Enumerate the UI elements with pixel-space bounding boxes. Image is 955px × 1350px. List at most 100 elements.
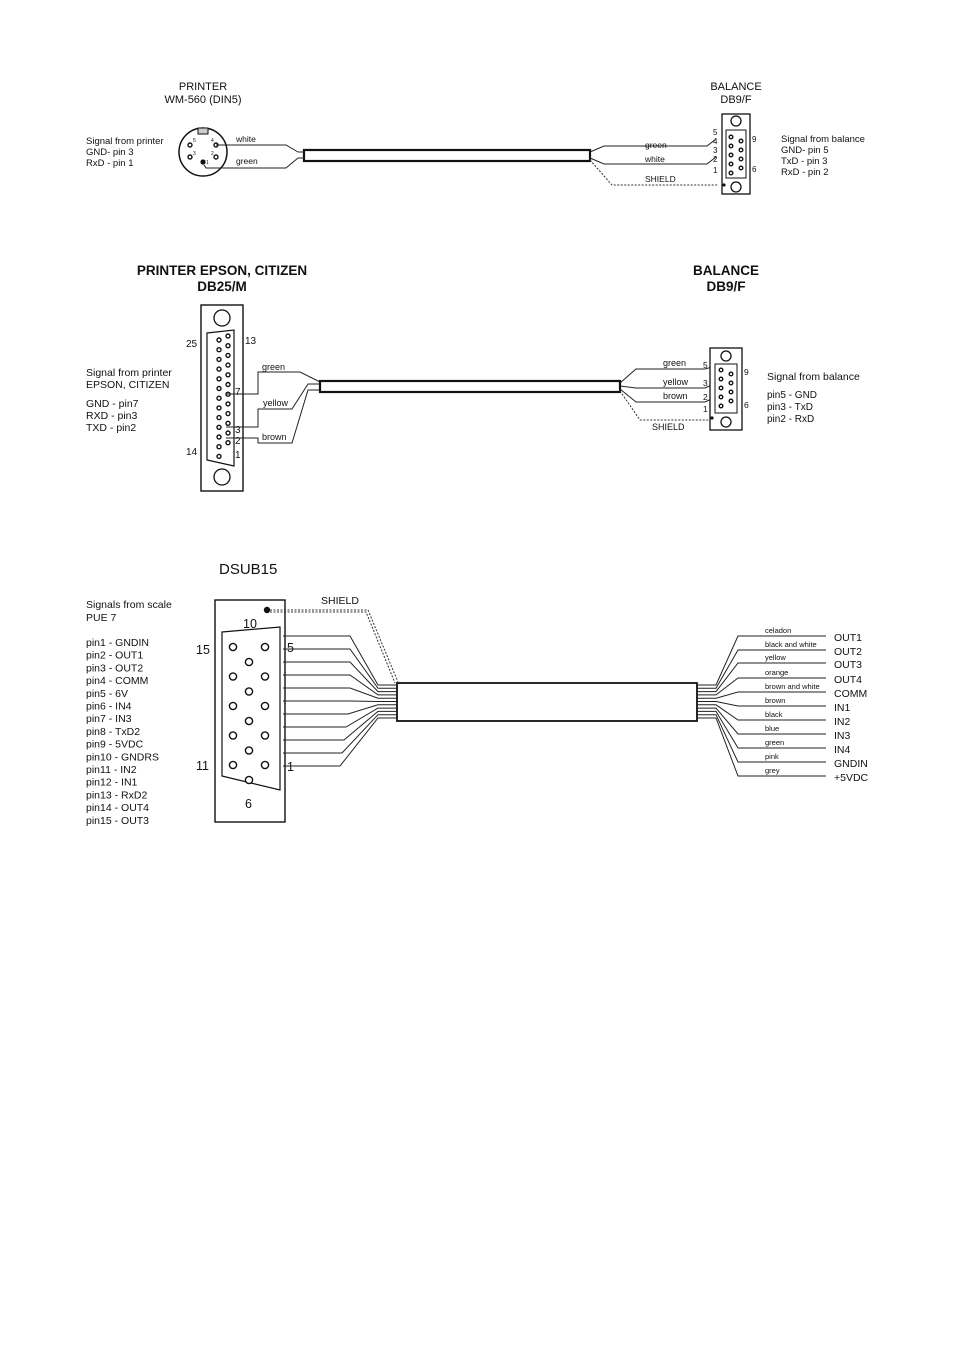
db9-pin: [718, 376, 724, 382]
db25-pin-label: 3: [235, 425, 241, 436]
scale-signal-subtitle: PUE 7: [86, 612, 117, 624]
wire-color-label: grey: [765, 766, 780, 775]
balance-connector: DB9/F: [706, 279, 745, 294]
db9-pin-label: 3: [713, 146, 718, 155]
printer-signal-txd: TXD - pin2: [86, 422, 136, 434]
db9-screw: [720, 350, 732, 362]
db25-screw: [213, 309, 231, 327]
db25-pin: [225, 372, 231, 378]
pin-list-item: pin2 - OUT1: [86, 650, 143, 662]
wire-color-label: black: [765, 710, 783, 719]
din5-pin: [187, 154, 193, 160]
wire-label: green: [645, 140, 667, 150]
output-label: IN2: [834, 716, 851, 728]
db25-pin: [225, 420, 231, 426]
dsub15-pin-label: 1: [287, 760, 294, 774]
balance-signal-rxd: pin2 - RxD: [767, 414, 814, 425]
db25-pin: [225, 430, 231, 436]
db9-pin: [738, 147, 744, 153]
dsub15-pin: [244, 775, 254, 785]
db25-pin: [216, 405, 222, 411]
dsub15-pin: [260, 672, 270, 681]
db25-pin: [225, 410, 231, 417]
db25-pin: [216, 356, 222, 363]
wire: [298, 151, 304, 159]
dsub15-title: DSUB15: [219, 561, 277, 578]
wire-color-label: celadon: [765, 626, 791, 635]
printer-title: PRINTER EPSON, CITIZEN: [137, 263, 307, 278]
db25-pin: [216, 424, 222, 430]
printer-signal-rxd: RxD - pin 1: [86, 158, 134, 169]
scale-signal-title: Signals from scale: [86, 599, 172, 611]
dsub15-pin-label: 15: [196, 643, 210, 657]
shield-line: [270, 611, 396, 684]
balance-title: BALANCE: [693, 263, 759, 278]
shield-label: SHIELD: [645, 174, 676, 184]
wire-brown-left: [226, 389, 320, 444]
cable: [302, 148, 592, 163]
db25-pin-label: 25: [186, 339, 198, 350]
fan-wire: [697, 677, 826, 696]
db25-pin: [225, 352, 231, 359]
wire-color-label: black and white: [765, 640, 817, 649]
dsub15-pin-label: 6: [245, 797, 252, 811]
dsub15-pin: [228, 672, 238, 681]
db9-pin-label: 9: [752, 135, 757, 144]
db9-pin-label: 2: [703, 392, 708, 402]
dsub15-pin: [260, 701, 270, 711]
output-label: IN3: [834, 730, 851, 742]
wire-white-left: [216, 144, 299, 153]
balance-signal-title: Signal from balance: [767, 371, 860, 383]
db9-pin: [728, 143, 734, 149]
wire-label: white: [235, 134, 256, 144]
balance-signal-txd: TxD - pin 3: [781, 156, 827, 167]
balance-signal-gnd: pin5 - GND: [767, 390, 817, 401]
db9-pin: [738, 165, 744, 171]
db9-screw: [730, 115, 742, 127]
printer-signal-title: Signal from printer: [86, 136, 164, 147]
fan-wire: [697, 635, 826, 686]
db9-pin: [728, 371, 734, 377]
output-label: OUT3: [834, 659, 862, 671]
db9-pin-label: 2: [713, 155, 718, 164]
pin-list-item: pin13 - RxD2: [86, 789, 147, 801]
wire-fan-right: [697, 635, 826, 777]
db9-shell: [714, 363, 738, 414]
wire-color-label: brown: [765, 696, 785, 705]
wire-label: white: [644, 154, 665, 164]
db25-shell: [206, 329, 235, 467]
db9-pin: [718, 385, 724, 391]
db25-pin-label: 2: [235, 436, 241, 447]
pin-list-item: pin14 - OUT4: [86, 802, 149, 814]
wire-label: green: [262, 362, 285, 372]
dsub15-pin: [228, 642, 238, 652]
db25-pin-grid: [216, 333, 231, 460]
db25-pin: [225, 362, 231, 368]
output-label: COMM: [834, 688, 867, 700]
db9-pin-label: 3: [703, 378, 708, 388]
wire-green-left: [203, 157, 299, 169]
dsub15-connector: [214, 599, 286, 823]
cable: [318, 379, 622, 394]
db9-pin-label: 1: [703, 404, 708, 414]
balance-signal-txd: pin3 - TxD: [767, 402, 813, 413]
din5-pin-label: 1: [206, 160, 209, 166]
dsub15-pin: [244, 716, 254, 726]
db25-pin: [216, 395, 222, 401]
diagram-dsub15: DSUB15 Signals from scale PUE 7 pin1 - G…: [86, 561, 869, 827]
fan-wire: [283, 717, 397, 767]
db25-pin: [216, 347, 222, 353]
fan-wire: [697, 710, 826, 749]
db9-screw: [720, 416, 732, 428]
dsub15-pin-label: 11: [196, 759, 209, 773]
pin-list-item: pin15 - OUT3: [86, 815, 149, 827]
dsub15-pin: [244, 687, 254, 696]
pin-list-item: pin10 - GNDRS: [86, 751, 159, 763]
wire-yellow-left: [226, 383, 320, 428]
pin-list-item: pin5 - 6V: [86, 688, 128, 700]
wire-color-label: green: [765, 738, 784, 747]
printer-signal-gnd: GND - pin7: [86, 398, 139, 410]
fan-wire: [697, 701, 826, 707]
fan-wire: [697, 649, 826, 689]
